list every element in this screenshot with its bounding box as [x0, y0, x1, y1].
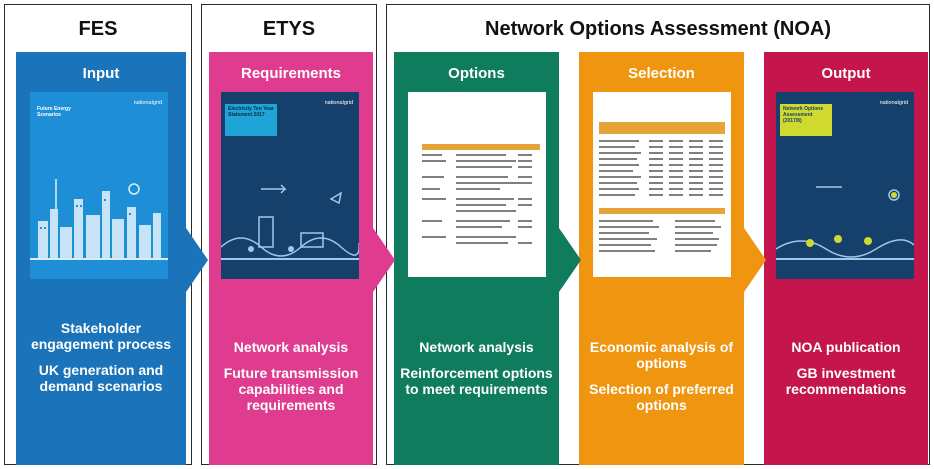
etys-document-cover: nationalgrid Electricity Ten Year Statem…: [221, 92, 359, 279]
arrow-requirements-to-options: [373, 228, 395, 292]
selection-line-2: Selection of preferred options: [589, 381, 734, 413]
output-panel-body: NOA publication GB investment recommenda…: [768, 339, 924, 397]
input-panel-body: Stakeholder engagement process UK genera…: [20, 320, 182, 394]
etys-group-title: ETYS: [262, 18, 316, 40]
options-panel-body: Network analysis Reinforcement options t…: [398, 339, 555, 397]
output-line-1: NOA publication: [791, 339, 901, 355]
input-line-2: UK generation and demand scenarios: [38, 362, 164, 394]
fes-cover-title: Future Energy Scenarios: [37, 106, 71, 118]
arrow-options-to-selection: [559, 228, 581, 292]
selection-panel: Selection Economic analysis of options S…: [579, 52, 744, 465]
requirements-line-2: Future transmission capabilities and req…: [223, 365, 359, 413]
national-grid-logo: nationalgrid: [133, 100, 162, 106]
arrow-input-to-requirements: [186, 228, 208, 292]
requirements-panel-title: Requirements: [240, 65, 342, 82]
requirements-panel: Requirements nationalgrid Electricity Te…: [209, 52, 373, 465]
selection-line-1: Economic analysis of options: [589, 339, 734, 371]
selection-panel-body: Economic analysis of options Selection o…: [583, 339, 740, 413]
selection-table-document: [593, 92, 731, 277]
options-panel: Options Network analysis Reinforcement o…: [394, 52, 559, 465]
output-line-2: GB investment recommendations: [785, 365, 907, 397]
selection-panel-title: Selection: [628, 65, 695, 82]
noa-cover-title: Network Options Assessment (2017/8): [780, 104, 832, 136]
requirements-line-1: Network analysis: [233, 339, 349, 355]
noa-document-cover: nationalgrid Network Options Assessment …: [776, 92, 914, 279]
input-panel-title: Input: [82, 65, 120, 82]
requirements-panel-body: Network analysis Future transmission cap…: [213, 339, 369, 413]
noa-group-title: Network Options Assessment (NOA): [485, 18, 831, 40]
options-line-1: Network analysis: [419, 339, 534, 355]
fes-group-title: FES: [78, 18, 118, 40]
city-skyline-illustration: [30, 179, 168, 260]
output-panel: Output nationalgrid Network Options Asse…: [764, 52, 928, 465]
etys-cover-title: Electricity Ten Year Statement 2017: [225, 104, 277, 136]
national-grid-logo: nationalgrid: [324, 100, 353, 106]
input-line-1: Stakeholder engagement process: [30, 320, 172, 352]
network-illustration: [221, 184, 359, 260]
options-table-document: [408, 92, 546, 277]
options-panel-title: Options: [448, 65, 505, 82]
fes-document-cover: nationalgrid Future Energy Scenarios: [30, 92, 168, 279]
arrow-selection-to-output: [744, 228, 766, 292]
national-grid-logo: nationalgrid: [879, 100, 908, 106]
input-panel: Input nationalgrid Future Energy Scenari…: [16, 52, 186, 465]
options-line-2: Reinforcement options to meet requiremen…: [400, 365, 553, 397]
network-illustration: [776, 186, 914, 260]
output-panel-title: Output: [821, 65, 871, 82]
